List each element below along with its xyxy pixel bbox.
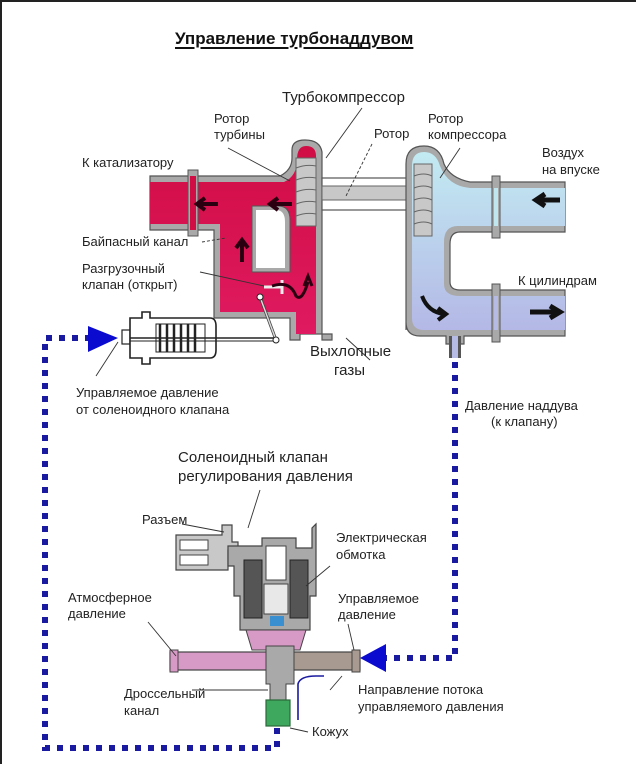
arrow-to-actuator bbox=[88, 326, 118, 352]
label-boost-pressure-2: (к клапану) bbox=[491, 414, 558, 429]
label-coil-1: Электрическая bbox=[336, 530, 427, 545]
label-throttle-channel-1: Дроссельный bbox=[124, 686, 206, 701]
label-throttle-channel-2: канал bbox=[124, 703, 160, 718]
label-exhaust-gases-2: газы bbox=[334, 362, 365, 379]
label-controlled-pressure-from-solenoid-1: Управляемое давление bbox=[76, 385, 219, 400]
leader-lines bbox=[95, 107, 461, 733]
label-intake-air-1: Воздух bbox=[542, 145, 585, 160]
label-controlled-pressure-1: Управляемое bbox=[338, 591, 420, 606]
label-to-cylinders: К цилиндрам bbox=[518, 273, 597, 288]
label-shroud: Кожух bbox=[312, 724, 349, 739]
compressor-housing bbox=[405, 145, 566, 358]
label-flow-direction-1: Направление потока bbox=[358, 682, 484, 697]
label-turbine-rotor-1: Ротор bbox=[214, 111, 250, 126]
label-solenoid-valve-1: Соленоидный клапан bbox=[178, 449, 328, 466]
label-controlled-pressure-2: давление bbox=[338, 607, 396, 622]
solenoid-valve bbox=[169, 522, 361, 727]
label-to-catalyst: К катализатору bbox=[82, 155, 174, 170]
label-bypass-channel: Байпасный канал bbox=[82, 234, 189, 249]
label-compressor-rotor-2: компрессора bbox=[428, 127, 507, 142]
label-compressor-rotor-1: Ротор bbox=[428, 111, 464, 126]
label-shaft-rotor: Ротор bbox=[374, 126, 410, 141]
label-coil-2: обмотка bbox=[336, 547, 386, 562]
label-boost-pressure-1: Давление наддува bbox=[465, 398, 578, 413]
label-atmospheric-2: давление bbox=[68, 606, 126, 621]
label-wastegate-1: Разгрузочный bbox=[82, 261, 165, 276]
control-pressure-line bbox=[42, 326, 458, 751]
label-intake-air-2: на впуске bbox=[542, 162, 600, 177]
diagram-title: Управление турбонаддувом bbox=[175, 29, 414, 48]
label-controlled-pressure-from-solenoid-2: от соленоидного клапана bbox=[76, 402, 230, 417]
exhaust-housing bbox=[149, 139, 333, 341]
arrow-to-solenoid bbox=[360, 644, 386, 672]
label-exhaust-gases-1: Выхлопные bbox=[310, 343, 392, 360]
label-turbine-rotor-2: турбины bbox=[214, 127, 265, 142]
label-flow-direction-2: управляемого давления bbox=[358, 699, 504, 714]
label-atmospheric-1: Атмосферное bbox=[68, 590, 152, 605]
wastegate-actuator bbox=[121, 293, 280, 365]
label-turbocharger: Турбокомпрессор bbox=[282, 89, 405, 106]
rotor-shaft bbox=[321, 177, 415, 211]
label-wastegate-2: клапан (открыт) bbox=[82, 277, 178, 292]
label-connector: Разъем bbox=[142, 512, 188, 527]
label-solenoid-valve-2: регулирования давления bbox=[178, 468, 353, 485]
